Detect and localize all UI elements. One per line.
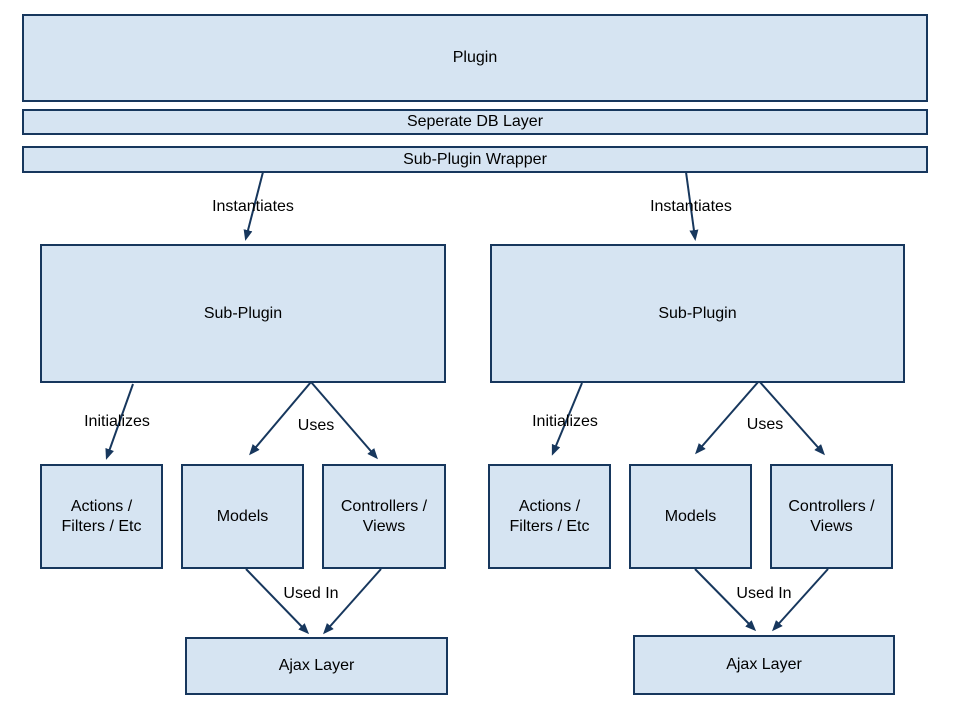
node-ajax-layer-right: Ajax Layer (633, 635, 895, 695)
edge-usedin-models-left (245, 568, 310, 635)
node-separate-db-layer: Seperate DB Layer (22, 109, 928, 135)
edge-initializes-left (105, 383, 134, 460)
node-actions-filters-right-label: Actions / Filters / Etc (509, 497, 590, 535)
node-ajax-layer-left: Ajax Layer (185, 637, 448, 695)
edge-instantiates-right (685, 171, 699, 241)
edge-label-uses-left: Uses (297, 417, 335, 434)
node-models-left: Models (181, 464, 304, 569)
edge-label-uses-right: Uses (746, 416, 784, 433)
node-ajax-layer-left-label: Ajax Layer (278, 657, 355, 674)
edge-usedin-controllers-right (771, 568, 829, 632)
node-controllers-views-right-label: Controllers / Views (788, 497, 875, 535)
edge-instantiates-left (243, 171, 264, 241)
node-models-left-label: Models (216, 507, 269, 525)
node-actions-filters-left: Actions / Filters / Etc (40, 464, 163, 569)
edge-label-initializes-right: Initializes (532, 413, 598, 430)
edge-initializes-right (551, 382, 583, 456)
edge-label-instantiates-left: Instantiates (212, 198, 294, 215)
node-sub-plugin-wrapper: Sub-Plugin Wrapper (22, 146, 928, 173)
node-actions-filters-left-label: Actions / Filters / Etc (61, 497, 142, 535)
node-sub-plugin-left: Sub-Plugin (40, 244, 446, 383)
node-separate-db-layer-label: Seperate DB Layer (406, 113, 544, 130)
node-ajax-layer-right-label: Ajax Layer (726, 656, 802, 673)
node-actions-filters-right: Actions / Filters / Etc (488, 464, 611, 569)
edge-uses-models-left (249, 381, 312, 456)
edge-usedin-controllers-left (323, 568, 382, 635)
node-models-right: Models (629, 464, 752, 569)
node-sub-plugin-right: Sub-Plugin (490, 244, 905, 383)
node-controllers-views-right: Controllers / Views (770, 464, 893, 569)
edge-label-used-in-left: Used In (283, 585, 339, 602)
edge-label-initializes-left: Initializes (84, 413, 150, 430)
edge-label-instantiates-right: Instantiates (650, 198, 732, 215)
node-plugin-label: Plugin (452, 49, 498, 66)
node-controllers-views-left-label: Controllers / Views (340, 497, 428, 535)
edge-uses-models-right (695, 380, 760, 455)
edge-uses-controllers-left (310, 381, 378, 460)
node-sub-plugin-right-label: Sub-Plugin (658, 304, 737, 322)
edge-usedin-models-right (694, 568, 757, 632)
edge-label-used-in-right: Used In (736, 585, 792, 602)
node-sub-plugin-left-label: Sub-Plugin (203, 304, 283, 322)
node-models-right-label: Models (664, 507, 717, 525)
node-plugin: Plugin (22, 14, 928, 102)
node-sub-plugin-wrapper-label: Sub-Plugin Wrapper (403, 150, 547, 168)
edge-uses-controllers-right (758, 380, 825, 456)
node-controllers-views-left: Controllers / Views (322, 464, 446, 569)
